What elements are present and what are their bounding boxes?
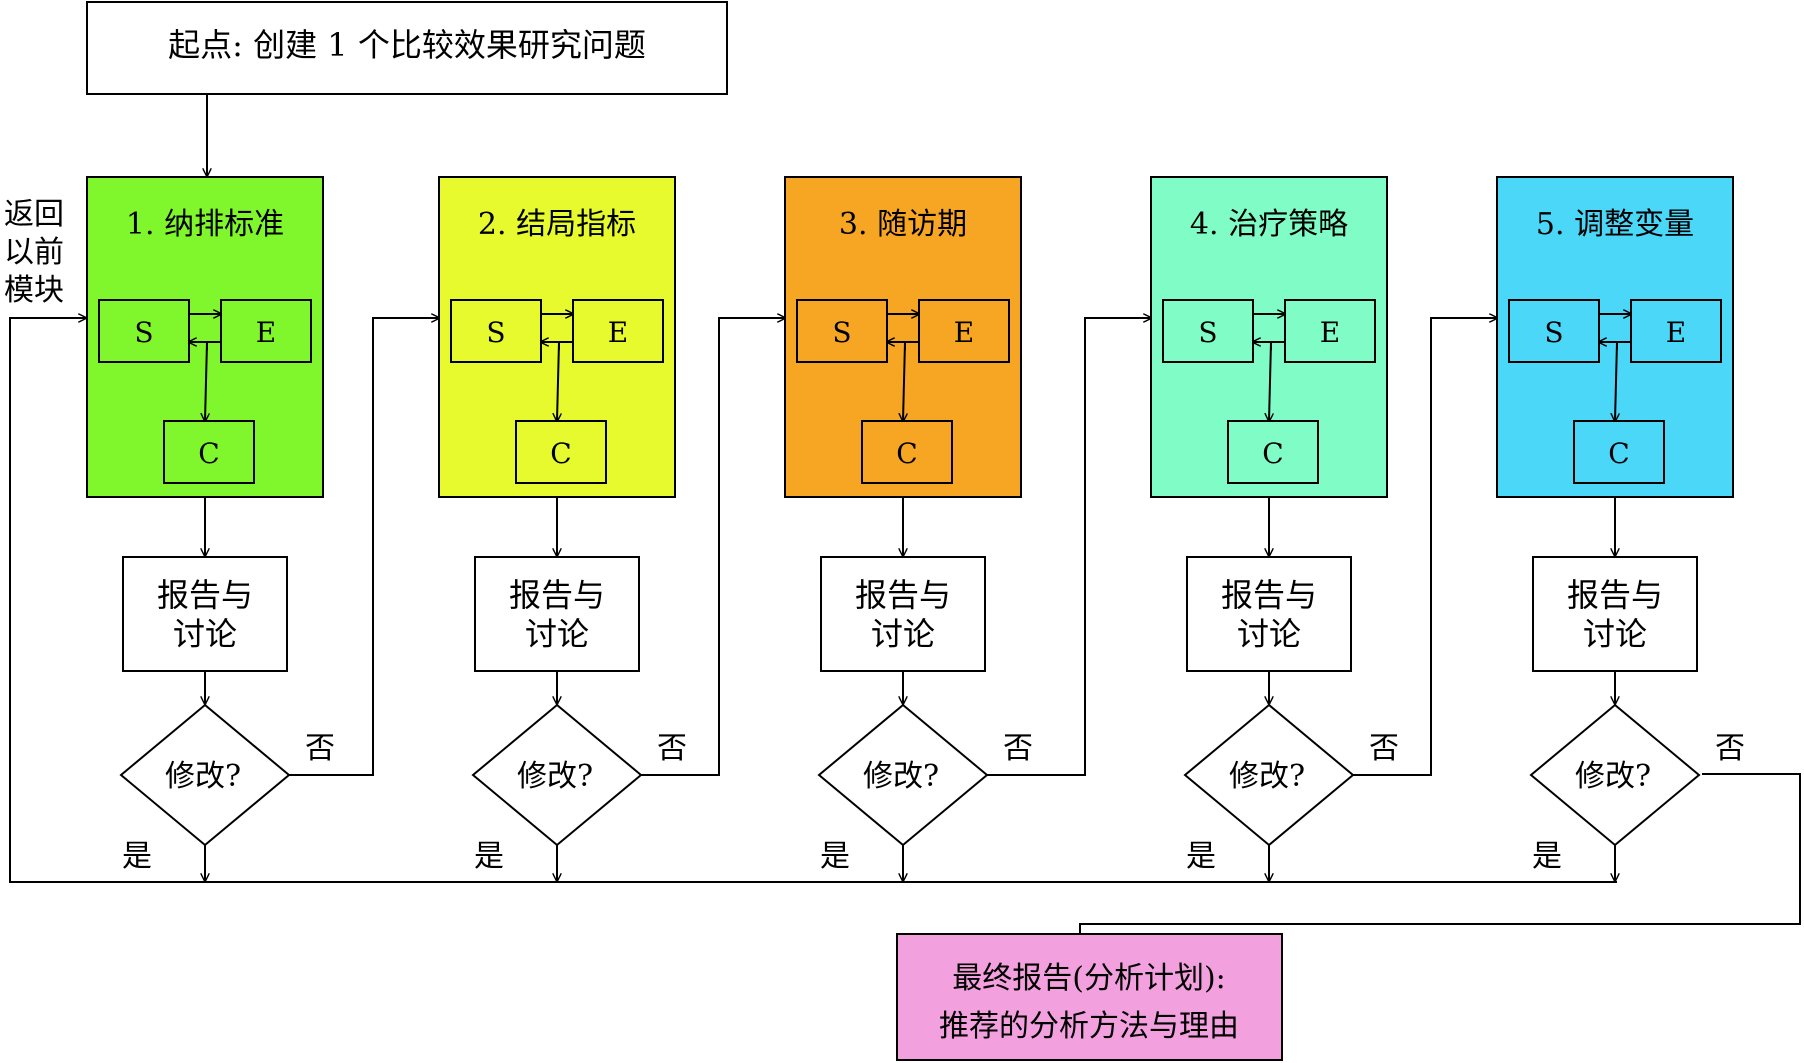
- module-5-panel: [1496, 176, 1734, 498]
- module-1-s-box: [98, 299, 190, 363]
- module-2-yes-label: 是: [474, 839, 504, 874]
- module-2-report-box: [474, 556, 640, 672]
- module-4-title: 4. 治疗策略: [1190, 207, 1348, 242]
- module-1-panel: [86, 176, 324, 498]
- module-1-e-label: E: [256, 316, 276, 349]
- module-3-no-path: [987, 318, 1151, 776]
- module-5-title: 5. 调整变量: [1536, 207, 1694, 242]
- final-report-line-1: 最终报告(分析计划):: [952, 961, 1226, 996]
- module-2-report-line-1: 报告与: [509, 576, 605, 614]
- module-4-s-label: S: [1198, 316, 1217, 349]
- module-3-s-box: [796, 299, 888, 363]
- module-2-decision-label: 修改?: [517, 759, 593, 794]
- module-2-e-box: [572, 299, 664, 363]
- module-3-report-line-2: 讨论: [871, 615, 935, 653]
- side-label-line-1: 返回: [4, 197, 64, 232]
- module-5-e-label: E: [1666, 316, 1686, 349]
- module-4-panel: [1150, 176, 1388, 498]
- module-3-no-label: 否: [1003, 731, 1033, 766]
- side-label-line-2: 以前: [4, 235, 64, 270]
- module-3-yes-label: 是: [820, 839, 850, 874]
- module-4-decision-label: 修改?: [1229, 759, 1305, 794]
- module-2-c-label: C: [550, 437, 571, 470]
- module-3-e-box: [918, 299, 1010, 363]
- module-4-s-box: [1162, 299, 1254, 363]
- module-2-no-label: 否: [657, 731, 687, 766]
- module-1-title: 1. 纳排标准: [126, 207, 284, 242]
- return-bus: [9, 318, 1617, 883]
- module-3-report-box: [820, 556, 986, 672]
- module-4-to-c-arrow: [1269, 341, 1271, 421]
- module-1-no-label: 否: [305, 731, 335, 766]
- module-1-c-label: C: [198, 437, 219, 470]
- module-1-no-path: [289, 318, 439, 776]
- module-1-e-box: [220, 299, 312, 363]
- module-4-yes-label: 是: [1186, 839, 1216, 874]
- module-1-report-box: [122, 556, 288, 672]
- module-2-s-label: S: [486, 316, 505, 349]
- start-label: 起点: 创建 1 个比较效果研究问题: [168, 26, 646, 64]
- module-5-c-label: C: [1608, 437, 1629, 470]
- module-4-report-box: [1186, 556, 1352, 672]
- module-5-s-box: [1508, 299, 1600, 363]
- module-1-s-label: S: [134, 316, 153, 349]
- module-2-panel: [438, 176, 676, 498]
- module-2-report-line-2: 讨论: [525, 615, 589, 653]
- module-5-report-line-1: 报告与: [1567, 576, 1663, 614]
- module-4-report-line-2: 讨论: [1237, 615, 1301, 653]
- module-4-report-line-1: 报告与: [1221, 576, 1317, 614]
- module-1-to-c-arrow: [205, 341, 207, 421]
- module-3-panel: [784, 176, 1022, 498]
- module-3-c-label: C: [896, 437, 917, 470]
- module-3-s-label: S: [832, 316, 851, 349]
- module-5-report-line-2: 讨论: [1583, 615, 1647, 653]
- module-3-to-c-arrow: [903, 341, 905, 421]
- module-4-e-label: E: [1320, 316, 1340, 349]
- side-label-line-3: 模块: [4, 273, 64, 308]
- module-5-e-box: [1630, 299, 1722, 363]
- module-5-s-label: S: [1544, 316, 1563, 349]
- module-3-report-line-1: 报告与: [855, 576, 951, 614]
- module-2-e-label: E: [608, 316, 628, 349]
- module-5-no-label: 否: [1715, 731, 1745, 766]
- module-3-e-label: E: [954, 316, 974, 349]
- module-1-yes-label: 是: [122, 839, 152, 874]
- module-2-no-path: [641, 318, 785, 776]
- module-4-no-path: [1353, 318, 1497, 776]
- module-3-title: 3. 随访期: [839, 207, 967, 242]
- module-5-to-c-arrow: [1615, 341, 1617, 421]
- module-5-yes-label: 是: [1532, 839, 1562, 874]
- module-4-e-box: [1284, 299, 1376, 363]
- module-1-decision-label: 修改?: [165, 759, 241, 794]
- module-2-to-c-arrow: [557, 341, 559, 421]
- final-report-line-2: 推荐的分析方法与理由: [939, 1009, 1239, 1044]
- final-report-box: 最终报告(分析计划): 推荐的分析方法与理由: [896, 933, 1283, 1061]
- module-5-report-box: [1532, 556, 1698, 672]
- module-4-c-label: C: [1262, 437, 1283, 470]
- module-1-report-line-2: 讨论: [173, 615, 237, 653]
- module-5-decision-label: 修改?: [1575, 759, 1651, 794]
- module-4-no-label: 否: [1369, 731, 1399, 766]
- module-2-title: 2. 结局指标: [478, 207, 636, 242]
- start-box: 起点: 创建 1 个比较效果研究问题: [86, 1, 728, 95]
- module-1-report-line-1: 报告与: [157, 576, 253, 614]
- module-3-decision-label: 修改?: [863, 759, 939, 794]
- module-2-s-box: [450, 299, 542, 363]
